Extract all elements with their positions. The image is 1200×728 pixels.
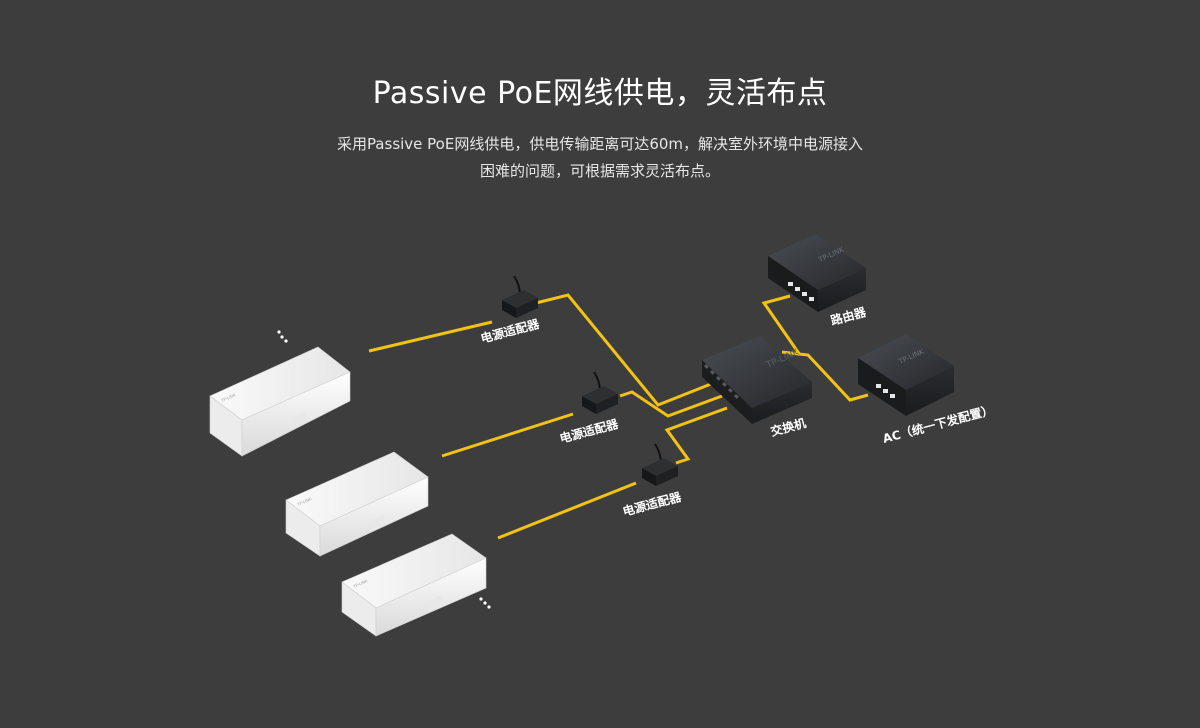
description-line-2: 困难的问题，可根据需求灵活布点。 [479,162,720,180]
label-power-adapter-2: 电源适配器 [558,416,621,446]
cable-switch-router [761,294,802,356]
cable-ap2-adapter2 [441,412,574,458]
page-description: 采用Passive PoE网线供电，供电传输距离可达60m，解决室外环境中电源接… [300,131,900,185]
label-power-adapter-3: 电源适配器 [621,489,684,519]
cables [368,293,869,540]
power-adapter-2 [582,371,618,414]
svg-text:TP-LINK: TP-LINK [351,578,368,589]
svg-text:TP-LINK: TP-LINK [295,496,312,507]
svg-text:TP-LINK: TP-LINK [219,392,236,403]
access-point-2: TP-LINK [285,451,429,557]
description-line-1: 采用Passive PoE网线供电，供电传输距离可达60m，解决室外环境中电源接… [336,135,864,153]
cable-ap3-adapter3 [497,481,637,540]
switch-device: TP-LINK [702,336,812,424]
ellipsis-dots-1 [277,330,288,343]
ellipsis-dots-2 [479,597,491,609]
power-adapter-1 [502,275,538,318]
cable-adapter1-switch [535,293,717,407]
label-router: 路由器 [829,304,869,328]
cable-ap1-adapter1 [368,320,493,353]
ac-controller-device: TP-LINK [858,334,954,416]
label-switch: 交换机 [769,415,808,439]
power-adapter-3 [642,443,678,486]
access-point-1: TP-LINK [209,346,351,457]
router-device: TP-LINK [768,234,866,312]
cable-adapter2-switch [619,390,723,418]
cable-adapter3-switch [664,406,728,465]
page-title: Passive PoE网线供电，灵活布点 [372,76,828,111]
label-power-adapter-1: 电源适配器 [479,316,542,346]
access-point-3: TP-LINK [341,533,487,637]
cable-switch-ac [781,350,869,402]
